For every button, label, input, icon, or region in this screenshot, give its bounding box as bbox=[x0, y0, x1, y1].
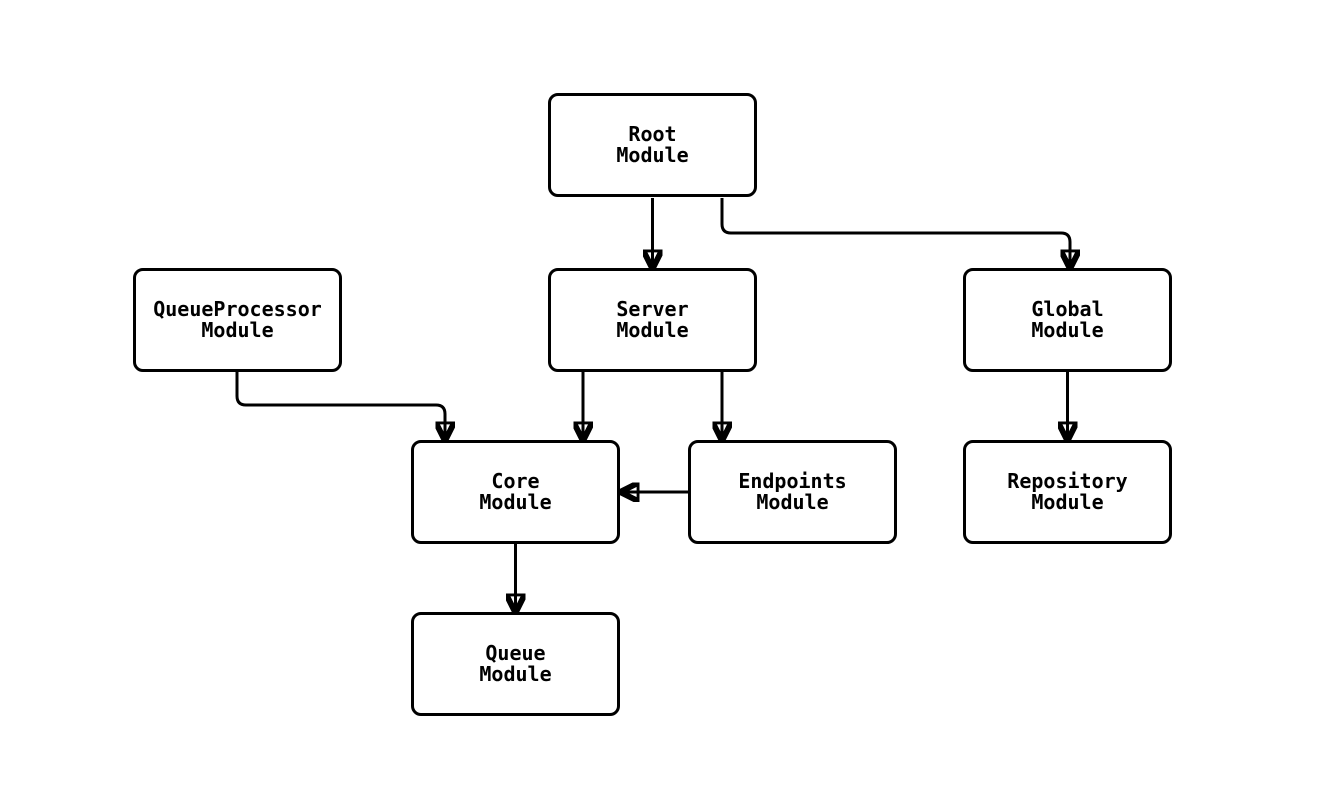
node-core-module: Core Module bbox=[411, 440, 620, 544]
node-queue-module: Queue Module bbox=[411, 612, 620, 716]
node-label: Global bbox=[1031, 297, 1104, 321]
node-endpoints-module: Endpoints Module bbox=[688, 440, 897, 544]
node-queueprocessor-module: QueueProcessor Module bbox=[133, 268, 342, 372]
node-label: Repository bbox=[1007, 469, 1128, 493]
node-label: Module bbox=[479, 662, 552, 686]
node-label: Module bbox=[616, 318, 689, 342]
node-repository-module: Repository Module bbox=[963, 440, 1172, 544]
node-global-module: Global Module bbox=[963, 268, 1172, 372]
node-label: Module bbox=[479, 490, 552, 514]
node-label: Module bbox=[1031, 318, 1104, 342]
node-label: Module bbox=[756, 490, 829, 514]
edge-queueprocessor-to-core bbox=[235, 372, 445, 440]
node-label: Queue bbox=[485, 641, 546, 665]
node-server-module: Server Module bbox=[548, 268, 757, 372]
node-label: Module bbox=[201, 318, 274, 342]
edge-root-to-global bbox=[720, 198, 1070, 268]
node-root-module: Root Module bbox=[548, 93, 757, 197]
node-label: Core bbox=[491, 469, 540, 493]
node-label: Endpoints bbox=[738, 469, 847, 493]
node-label: Module bbox=[616, 143, 689, 167]
node-label: Root bbox=[628, 122, 677, 146]
node-label: QueueProcessor bbox=[153, 297, 322, 321]
node-label: Module bbox=[1031, 490, 1104, 514]
node-label: Server bbox=[616, 297, 689, 321]
